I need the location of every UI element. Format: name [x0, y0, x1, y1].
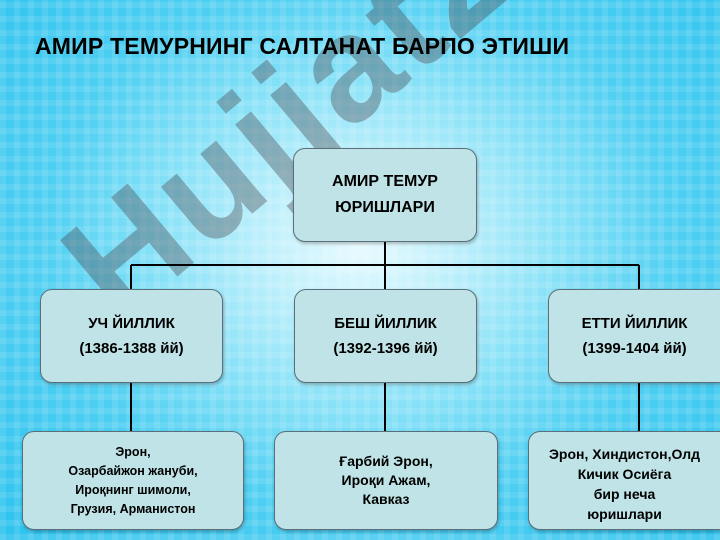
leaf-line: юришлари: [587, 506, 662, 522]
branch-years: (1386-1388 йй): [79, 340, 184, 357]
root-line-1: АМИР ТЕМУР: [332, 173, 438, 190]
leaf-line: бир неча: [593, 486, 656, 502]
root-node: АМИР ТЕМУР ЮРИШЛАРИ: [293, 148, 477, 242]
leaf-node-five-year: Ғарбий Эрон, Ироқи Ажам, Кавказ: [274, 431, 498, 530]
leaf-line: Кавказ: [362, 491, 410, 507]
leaf-line: Эрон, Хиндистон,Олд: [548, 446, 701, 462]
branch-node-five-year: БЕШ ЙИЛЛИК (1392-1396 йй): [294, 289, 477, 383]
leaf-line: Ғарбий Эрон,: [339, 453, 433, 469]
leaf-line: Ироқнинг шимоли,: [75, 482, 191, 497]
branch-years: (1392-1396 йй): [333, 340, 438, 357]
branch-years: (1399-1404 йй): [582, 340, 687, 357]
leaf-line: Ироқи Ажам,: [341, 472, 431, 488]
root-line-2: ЮРИШЛАРИ: [335, 199, 435, 216]
branch-title: БЕШ ЙИЛЛИК: [334, 315, 437, 332]
branch-node-three-year: УЧ ЙИЛЛИК (1386-1388 йй): [40, 289, 223, 383]
leaf-line: Кичик Осиёга: [577, 466, 672, 482]
leaf-line: Озарбайжон жануби,: [68, 463, 198, 478]
page-title: АМИР ТЕМУРНИНГ САЛТАНАТ БАРПО ЭТИШИ: [35, 33, 570, 59]
branch-title: ЕТТИ ЙИЛЛИК: [581, 315, 688, 332]
branch-node-seven-year: ЕТТИ ЙИЛЛИК (1399-1404 йй): [548, 289, 720, 383]
leaf-line: Грузия, Арманистон: [70, 501, 196, 516]
leaf-node-seven-year: Эрон, Хиндистон,Олд Кичик Осиёга бир неч…: [528, 431, 720, 530]
leaf-line: Эрон,: [115, 444, 151, 459]
branch-title: УЧ ЙИЛЛИК: [88, 315, 175, 332]
leaf-node-three-year: Эрон, Озарбайжон жануби, Ироқнинг шимоли…: [22, 431, 244, 530]
